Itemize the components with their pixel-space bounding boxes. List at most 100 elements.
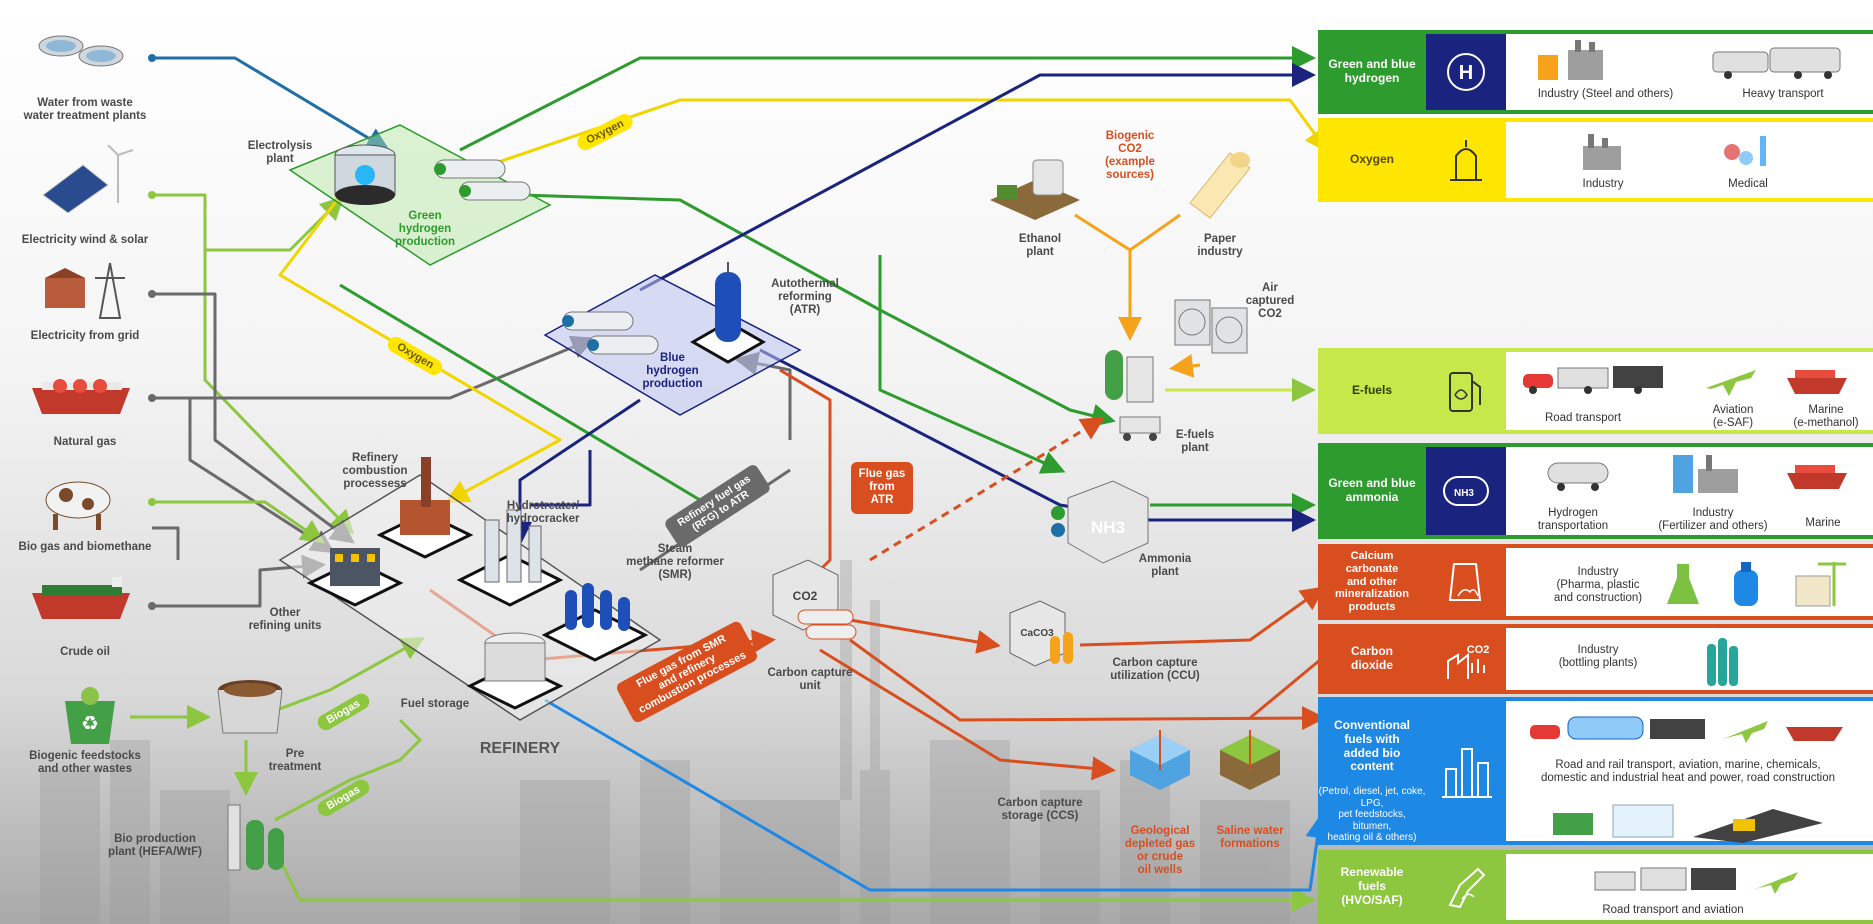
heat-power-construction-icon — [1553, 804, 1823, 843]
electrolysis-label: Electrolysis plant — [247, 140, 313, 165]
ccs-label: Carbon capture storage (CCS) — [997, 797, 1083, 822]
saline-label: Saline water formations — [1216, 825, 1284, 850]
combustion-stack-icon — [376, 457, 474, 559]
co2-factory-icon: CO2 — [1426, 628, 1506, 690]
refinery-label: REFINERY — [479, 740, 561, 757]
blue-h2-label: Blue hydrogen production — [642, 352, 703, 390]
aviation-icon — [1706, 370, 1756, 396]
output-row-efuels: E-fuels Road transport Aviation (e-SAF) … — [1318, 348, 1873, 434]
green-h2-label: Green hydrogen production — [394, 210, 456, 248]
h2-storage-cylinders-icon — [434, 159, 531, 201]
saline-formation-icon — [1220, 730, 1280, 790]
natural-gas-label: Natural gas — [53, 436, 117, 448]
refinery-combustion-label: Refinery combustion processess — [342, 452, 408, 490]
biogenic-co2-label: Biogenic CO2 (example sources) — [1105, 130, 1155, 181]
output-use: Aviation (e-SAF) — [1712, 404, 1754, 429]
pretreatment-vessel-icon — [217, 680, 283, 734]
output-use: Marine — [1805, 517, 1841, 529]
atr-reactor-icon — [689, 262, 767, 364]
output-use: Industry (Steel and others) — [1537, 88, 1674, 100]
ammonia-plant-icon: NH3 — [1051, 480, 1149, 564]
biogenic-feedstocks-label: Biogenic feedstocks and other wastes — [29, 750, 141, 775]
output-use: Hydrogen transportation — [1537, 507, 1609, 532]
electrolysis-tank-icon — [334, 144, 396, 205]
output-category: Carbon dioxide — [1318, 628, 1426, 690]
marine-ship-icon — [1787, 370, 1847, 394]
powder-bag-icon — [1426, 548, 1506, 616]
output-row-co2: Carbon dioxide CO2 Industry (bottling pl… — [1318, 624, 1873, 694]
bio-production-label: Bio production plant (HEFA/WtF) — [108, 833, 202, 858]
medical-icon — [1724, 136, 1766, 166]
output-use: Industry (Fertilizer and others) — [1658, 507, 1768, 532]
ethanol-label: Ethanol plant — [1018, 233, 1062, 258]
multi-transport-icon — [1530, 716, 1843, 743]
recycle-bin-icon: ♻ — [65, 687, 115, 744]
smr-unit-icon — [541, 583, 649, 662]
nh3-label: NH3 — [1091, 518, 1125, 537]
hydrotreater-label: Hydrotreater/ hydrocracker — [506, 500, 580, 525]
ccu-unit-icon: CaCO3 — [1009, 600, 1073, 667]
road-transport-icon — [1523, 366, 1663, 394]
fuel-storage-label: Fuel storage — [400, 698, 470, 710]
ccu-label: Carbon capture utilization (CCU) — [1110, 657, 1200, 682]
fuel-storage-tank-icon — [466, 632, 564, 710]
flue-gas-atr-label: Flue gas from ATR — [851, 462, 913, 514]
industry-icon — [1583, 134, 1621, 170]
crude-tanker-icon — [32, 577, 130, 619]
carbon-capture-unit-label: Carbon capture unit — [767, 667, 853, 692]
output-use: Road transport and aviation — [1602, 904, 1744, 916]
blue-h2-platform — [543, 274, 802, 416]
crude-oil-label: Crude oil — [60, 646, 110, 658]
output-row-conventional: Conventional fuels with added bio conten… — [1318, 697, 1873, 845]
output-row-caco3: Calcium carbonate and other mineralizati… — [1318, 544, 1873, 620]
pretreatment-label: Pre treatment — [268, 748, 322, 773]
output-use: Road transport — [1544, 412, 1622, 424]
power-grid-icon — [45, 262, 125, 319]
marine-ship-icon — [1787, 465, 1847, 489]
oxygen-tank-icon — [1426, 122, 1506, 198]
hydrotreater-columns-icon — [456, 509, 564, 607]
paper-label: Paper industry — [1197, 233, 1243, 258]
svg-text:♻: ♻ — [81, 711, 99, 735]
water-jug-icon — [1734, 562, 1758, 606]
ethanol-plant-icon — [990, 159, 1080, 220]
output-row-renewable: Renewable fuels (HVO/SAF) Road transport… — [1318, 850, 1873, 924]
output-row-ammonia: Green and blue ammonia NH3 Hydrogen tran… — [1318, 443, 1873, 539]
output-use: Heavy transport — [1742, 88, 1824, 100]
refinery-tower-icon — [1426, 701, 1506, 841]
cow-biogas-icon — [45, 481, 111, 530]
output-use: Industry — [1582, 178, 1624, 190]
output-category: E-fuels — [1318, 352, 1426, 430]
paper-roll-icon — [1189, 152, 1251, 219]
steel-industry-icon — [1538, 40, 1603, 80]
carbon-capture-unit-icon: CO2 — [772, 559, 857, 640]
refining-units-icon — [306, 548, 404, 607]
ammonia-tank-icon: NH3 — [1426, 447, 1506, 535]
biogas-source-label: Bio gas and biomethane — [18, 541, 152, 553]
water-tanks-icon — [38, 35, 124, 67]
efuels-plant-icon — [1105, 350, 1161, 441]
air-captured-label: Air captured CO2 — [1245, 282, 1295, 320]
output-use: Medical — [1728, 178, 1768, 190]
svg-text:NH3: NH3 — [1454, 488, 1474, 499]
lng-ship-icon — [32, 379, 130, 414]
output-category: Oxygen — [1318, 122, 1426, 198]
bio-production-plant-icon — [227, 804, 284, 871]
output-category-block: Conventional fuels with added bio conten… — [1318, 701, 1426, 843]
output-use: Industry (bottling plants) — [1558, 644, 1638, 669]
hydrogen-symbol-icon: H — [1426, 34, 1506, 110]
heavy-trucks-icon — [1712, 47, 1841, 79]
air-capture-fans-icon — [1174, 299, 1248, 354]
geological-label: Geological depleted gas or crude oil wel… — [1124, 825, 1196, 876]
caco3-unit-label: CaCO3 — [1020, 628, 1054, 639]
geological-storage-icon — [1130, 730, 1190, 790]
water-source-label: Water from waste water treatment plants — [23, 97, 147, 122]
lab-flask-icon — [1667, 564, 1699, 604]
output-category: Renewable fuels (HVO/SAF) — [1318, 854, 1426, 920]
refinery-platform — [278, 474, 662, 721]
smr-label: Steam methane reformer (SMR) — [626, 543, 724, 581]
efuels-plant-label: E-fuels plant — [1175, 429, 1215, 454]
output-use: Road and rail transport, aviation, marin… — [1540, 759, 1836, 784]
co2-unit-label: CO2 — [793, 589, 818, 603]
